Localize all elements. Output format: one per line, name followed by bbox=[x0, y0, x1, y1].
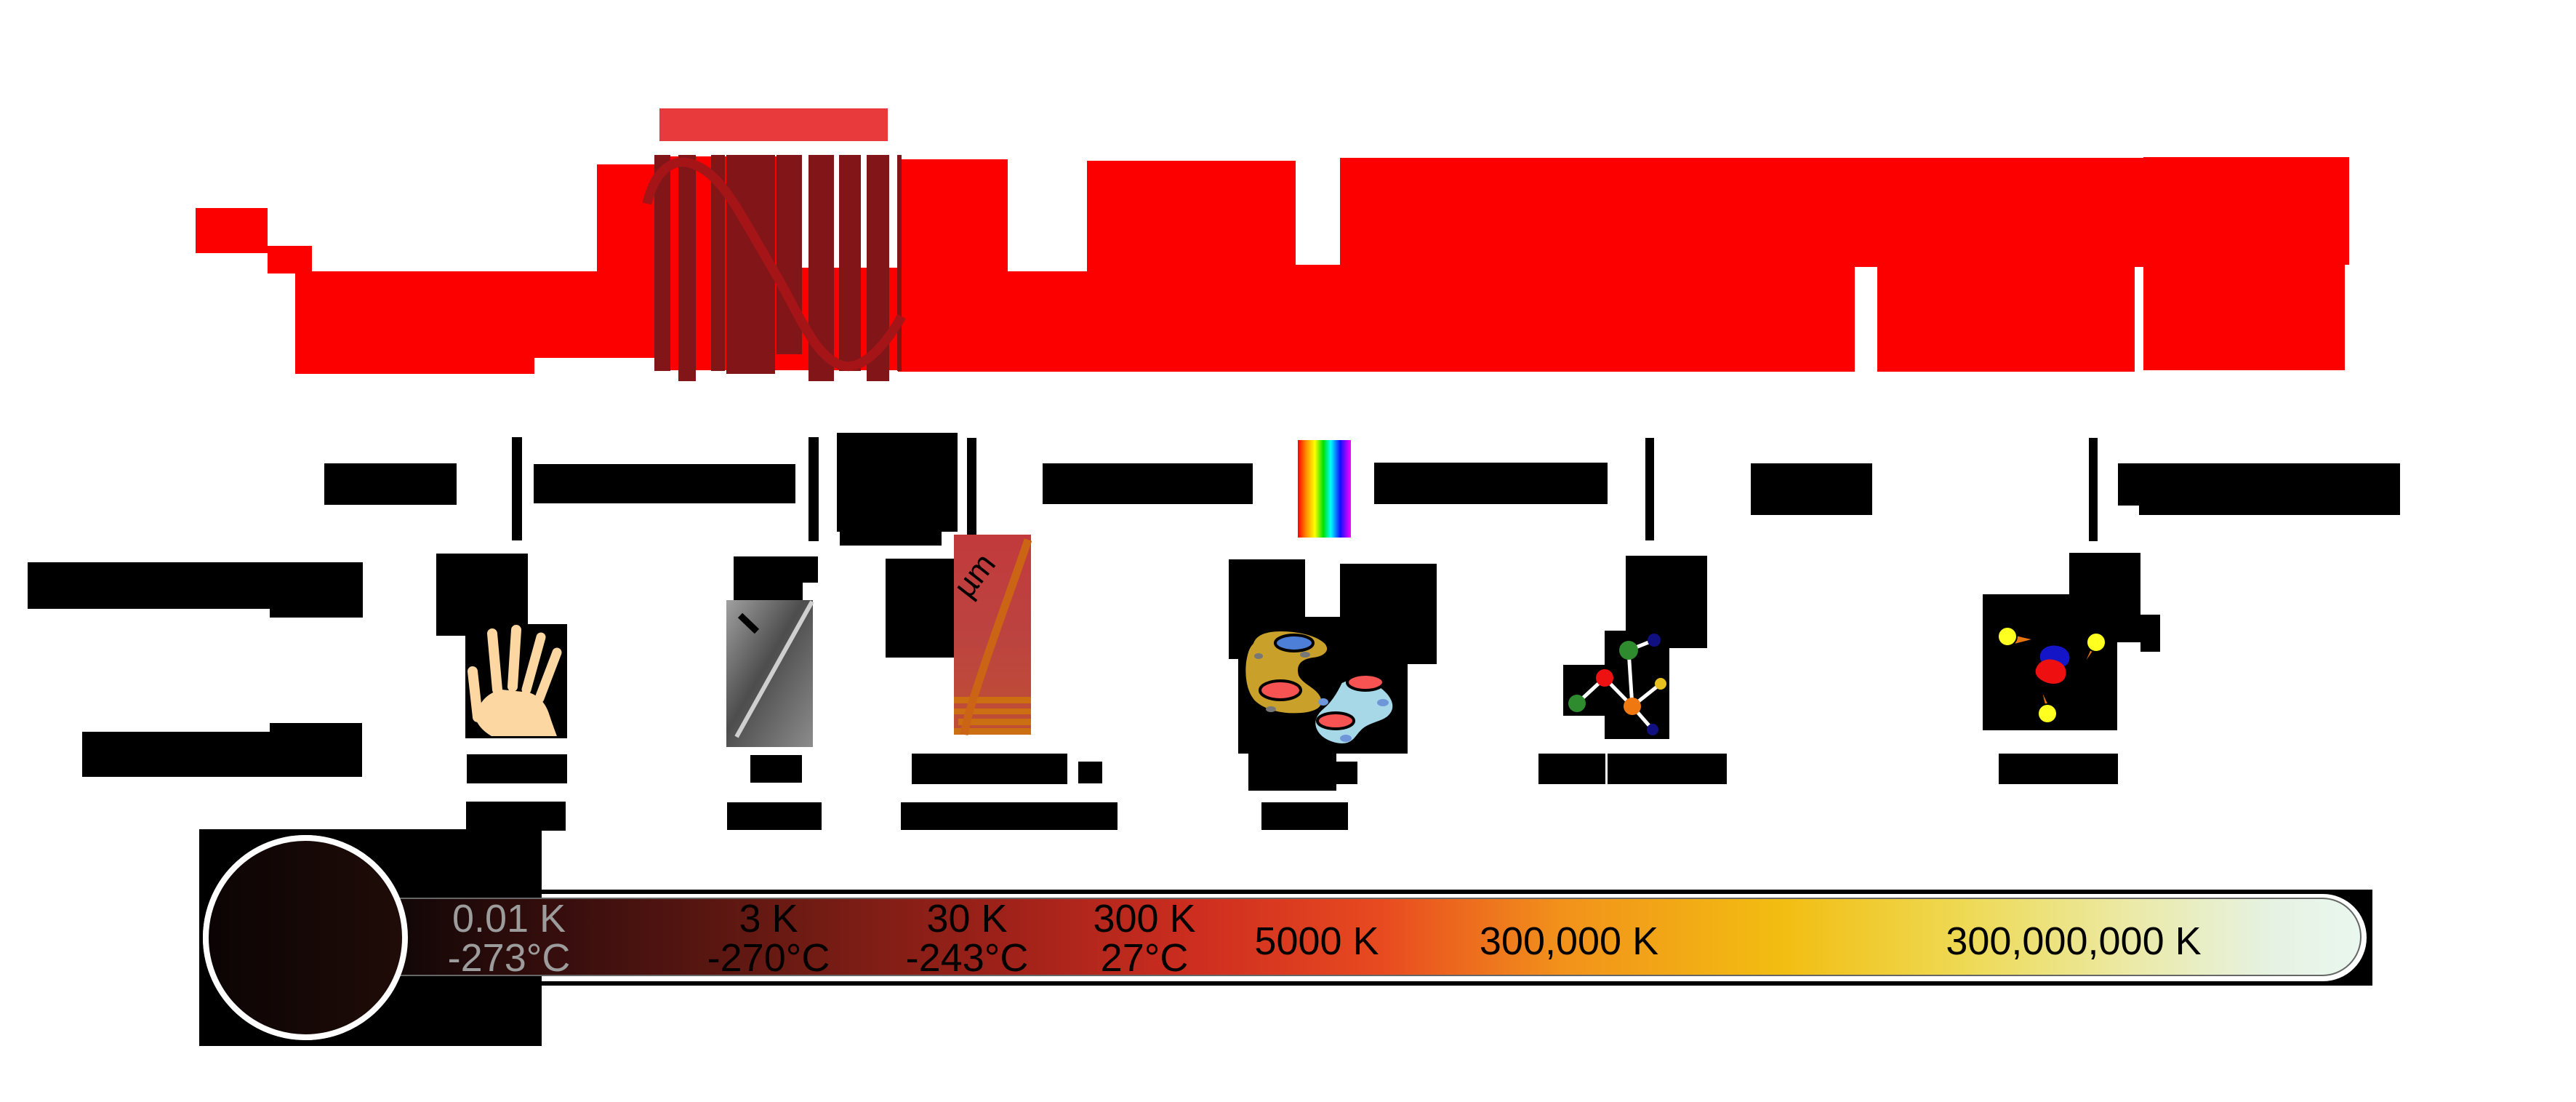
svg-text:-273°C: -273°C bbox=[448, 936, 571, 980]
svg-text:-243°C: -243°C bbox=[906, 936, 1029, 980]
svg-text:300 K: 300 K bbox=[1093, 897, 1195, 941]
svg-text:-270°C: -270°C bbox=[707, 936, 830, 980]
svg-text:27°C: 27°C bbox=[1101, 936, 1189, 980]
svg-text:3 K: 3 K bbox=[739, 897, 798, 941]
svg-text:300,000,000 K: 300,000,000 K bbox=[1946, 919, 2201, 963]
svg-text:5000 K: 5000 K bbox=[1254, 919, 1379, 963]
svg-text:30 K: 30 K bbox=[926, 897, 1007, 941]
svg-text:0.01 K: 0.01 K bbox=[452, 897, 566, 941]
svg-text:300,000 K: 300,000 K bbox=[1480, 919, 1658, 963]
